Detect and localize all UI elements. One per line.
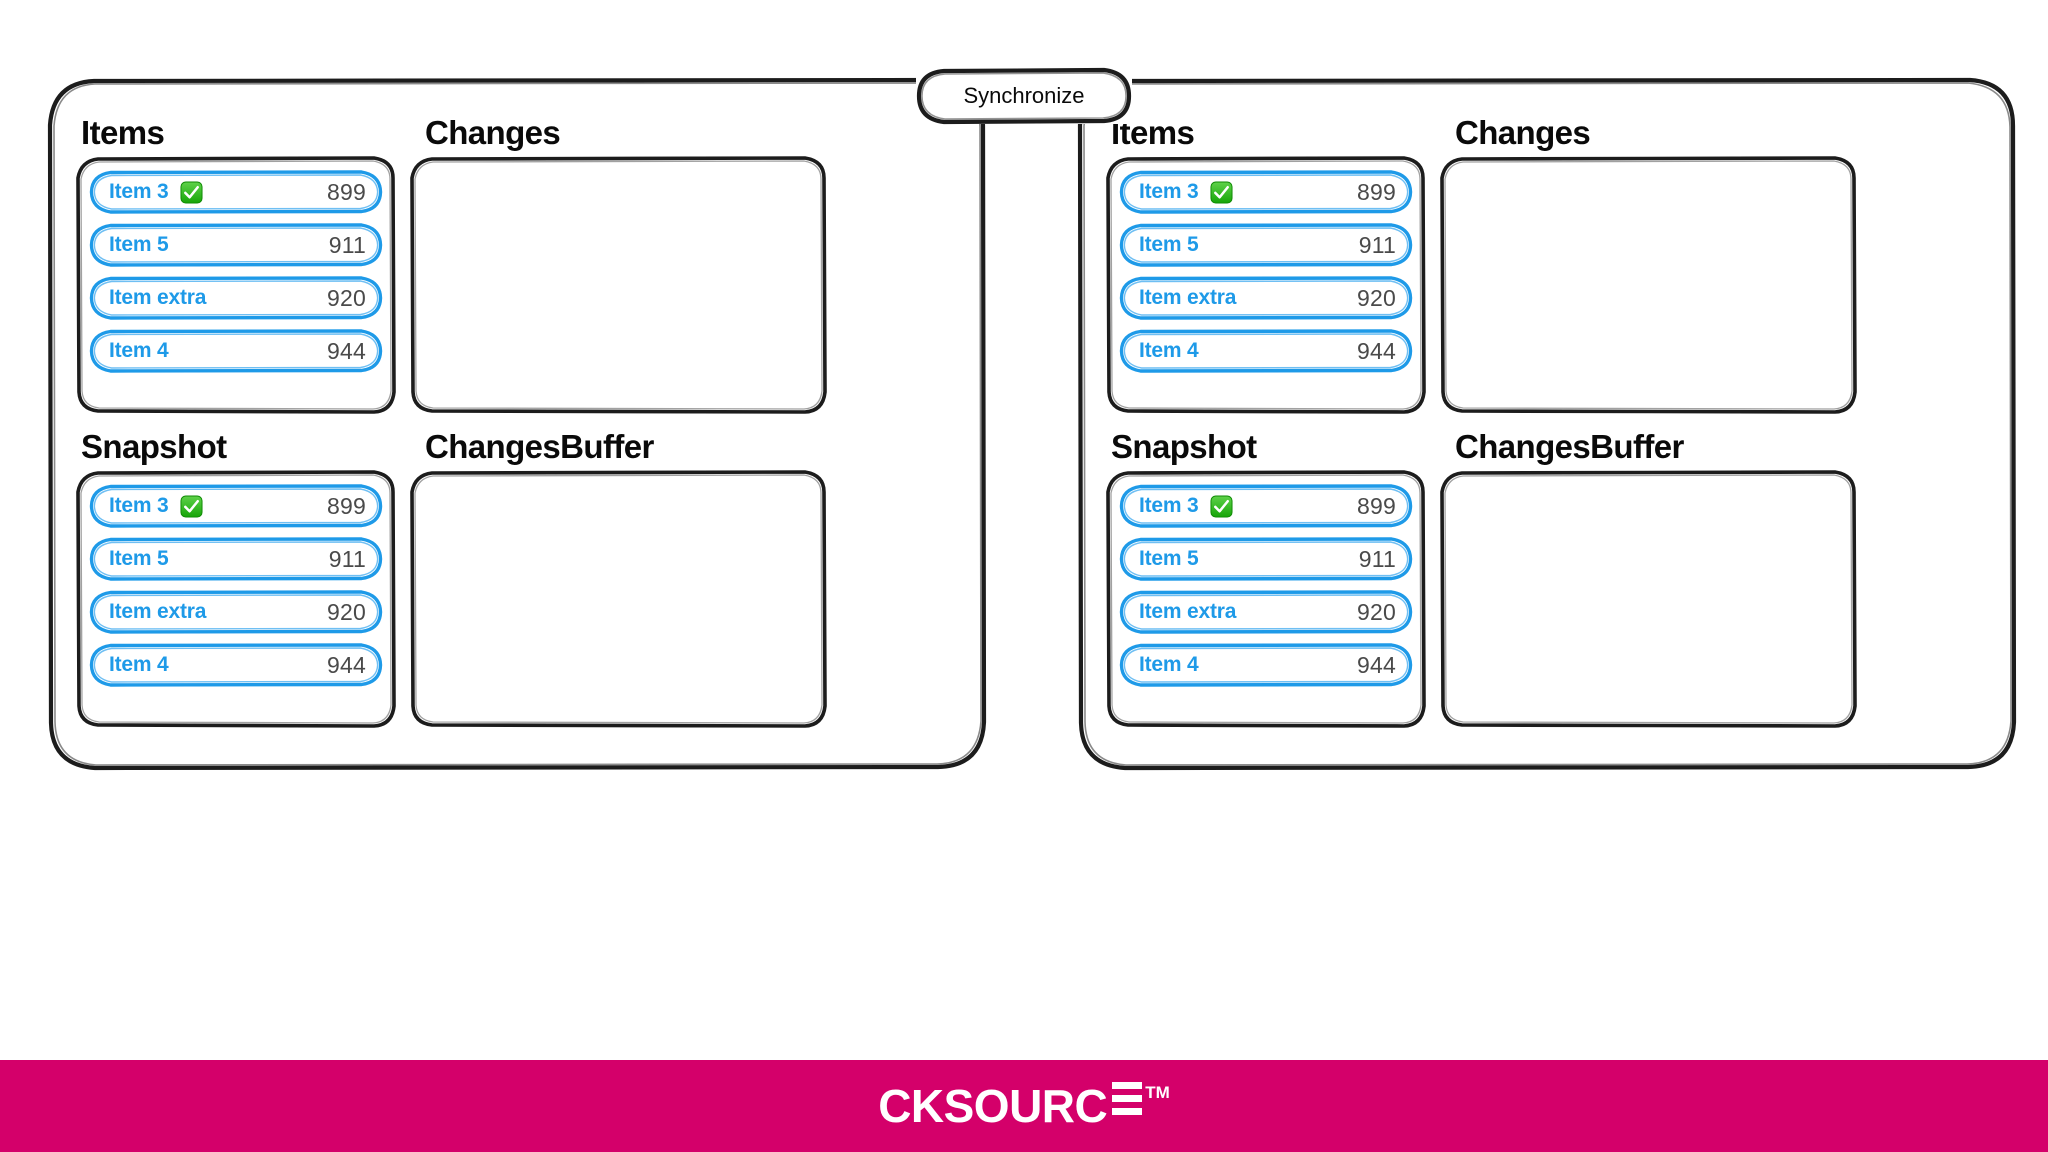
white-check-mark-icon — [1209, 494, 1233, 518]
item-pill[interactable]: Item 5 911 — [1119, 537, 1413, 581]
item-pill[interactable]: Item 3 899 — [1119, 484, 1413, 528]
item-version-value: 911 — [328, 231, 366, 258]
item-label: Item 4 — [109, 653, 169, 676]
white-check-mark-icon — [179, 180, 203, 204]
section-title-items: Items — [81, 114, 165, 151]
section-title-snapshot: Snapshot — [81, 428, 227, 465]
item-version-value: 899 — [327, 492, 366, 519]
item-label: Item 5 — [1139, 233, 1199, 256]
item-pill[interactable]: Item 3 899 — [1119, 170, 1413, 214]
item-version-value: 920 — [327, 284, 366, 311]
item-label: Item 3 — [1139, 494, 1199, 517]
section-title-changesbuffer: ChangesBuffer — [425, 428, 654, 465]
white-check-mark-icon — [179, 494, 203, 518]
item-pill[interactable]: Item 4 944 — [89, 643, 383, 687]
white-check-mark-icon — [1209, 180, 1233, 204]
item-pill[interactable]: Item 4 944 — [1119, 643, 1413, 687]
item-version-value: 944 — [1357, 651, 1396, 678]
item-label: Item 5 — [109, 547, 169, 570]
item-label: Item extra — [1139, 600, 1237, 623]
item-pill[interactable]: Item 4 944 — [1119, 329, 1413, 373]
item-label: Item 4 — [109, 339, 169, 362]
white-check-mark-icon — [1209, 180, 1233, 204]
item-version-value: 944 — [327, 651, 366, 678]
item-label: Item 4 — [1139, 339, 1199, 362]
section-title-snapshot: Snapshot — [1111, 428, 1257, 465]
item-version-value: 944 — [327, 337, 366, 364]
item-version-value: 899 — [1357, 492, 1396, 519]
item-pill[interactable]: Item extra 920 — [89, 590, 383, 634]
cksource-footer: CKSOURC TM — [0, 1060, 2048, 1152]
item-pill[interactable]: Item extra 920 — [89, 276, 383, 320]
changes-list — [1440, 156, 1857, 414]
item-label: Item 3 — [1139, 180, 1199, 203]
changes-list — [410, 156, 827, 414]
changesbuffer-box — [1440, 470, 1857, 728]
white-check-mark-icon — [1209, 494, 1233, 518]
item-label: Item 5 — [109, 233, 169, 256]
section-title-changesbuffer: ChangesBuffer — [1455, 428, 1684, 465]
item-pill[interactable]: Item extra 920 — [1119, 276, 1413, 320]
item-label: Item 3 — [109, 494, 169, 517]
section-title-changes: Changes — [1455, 114, 1591, 151]
item-pill[interactable]: Item 3 899 — [89, 170, 383, 214]
item-version-value: 944 — [1357, 337, 1396, 364]
item-version-value: 920 — [1357, 598, 1396, 625]
item-version-value: 911 — [1358, 231, 1396, 258]
item-label: Item extra — [109, 600, 207, 623]
changes-box — [1440, 156, 1857, 414]
item-pill[interactable]: Item 5 911 — [1119, 223, 1413, 267]
item-version-value: 920 — [1357, 284, 1396, 311]
item-pill[interactable]: Item 4 944 — [89, 329, 383, 373]
item-label: Item 4 — [1139, 653, 1199, 676]
changesbuffer-box — [410, 470, 827, 728]
stylized-e-bars-icon — [1112, 1082, 1143, 1115]
section-title-changes: Changes — [425, 114, 561, 151]
item-label: Item extra — [109, 286, 207, 309]
trademark-symbol: TM — [1145, 1083, 1170, 1102]
item-version-value: 911 — [1358, 545, 1396, 572]
item-label: Item extra — [1139, 286, 1237, 309]
item-pill[interactable]: Item 5 911 — [89, 223, 383, 267]
cksource-wordmark: CKSOURC — [878, 1080, 1108, 1132]
item-version-value: 911 — [328, 545, 366, 572]
item-pill[interactable]: Item 3 899 — [89, 484, 383, 528]
changes-box — [410, 156, 827, 414]
cksource-logo: CKSOURC TM — [878, 1082, 1170, 1130]
synchronize-label: Synchronize — [963, 83, 1085, 108]
item-pill[interactable]: Item 5 911 — [89, 537, 383, 581]
item-label: Item 5 — [1139, 547, 1199, 570]
item-label: Item 3 — [109, 180, 169, 203]
changesbuffer-list — [410, 470, 827, 728]
item-version-value: 899 — [327, 178, 366, 205]
item-pill[interactable]: Item extra 920 — [1119, 590, 1413, 634]
white-check-mark-icon — [179, 494, 203, 518]
item-version-value: 899 — [1357, 178, 1396, 205]
changesbuffer-list — [1440, 470, 1857, 728]
synchronize-connector: Synchronize — [916, 67, 1132, 125]
white-check-mark-icon — [179, 180, 203, 204]
item-version-value: 920 — [327, 598, 366, 625]
